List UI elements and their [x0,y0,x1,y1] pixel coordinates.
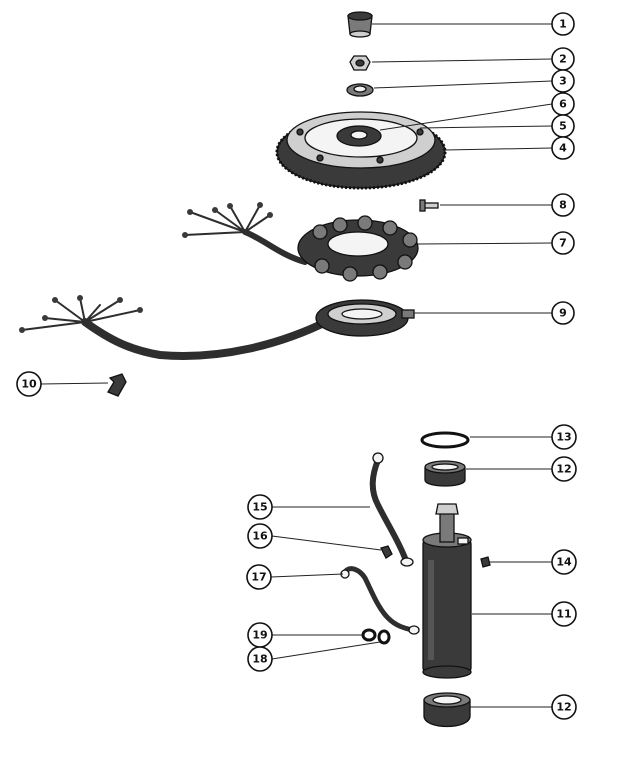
svg-text:2: 2 [559,53,567,66]
svg-text:14: 14 [556,556,572,569]
callout-3: 3 [551,69,575,93]
callout-14: 14 [551,549,577,575]
callout-4: 4 [551,136,575,160]
part-3-washer [346,83,374,97]
svg-text:17: 17 [251,571,266,584]
part-12-cap-top [424,460,466,487]
callout-17: 17 [246,564,272,590]
part-13-o-ring [420,431,470,449]
svg-text:9: 9 [559,307,567,320]
part-19-washer [361,628,377,642]
part-17-cable [340,566,420,635]
callout-9: 9 [551,301,575,325]
callout-13: 13 [551,424,577,450]
part-11-starter-motor [422,503,472,679]
callout-16: 16 [247,523,273,549]
svg-text:13: 13 [556,431,571,444]
part-14-screw [480,556,491,568]
callout-1: 1 [551,12,575,36]
svg-text:18: 18 [252,653,267,666]
svg-text:3: 3 [559,75,567,88]
callout-19: 19 [247,622,273,648]
callout-11: 11 [551,601,577,627]
svg-text:12: 12 [556,701,571,714]
svg-text:19: 19 [252,629,267,642]
callout-10: 10 [16,371,42,397]
callout-18: 18 [247,646,273,672]
callout-6: 6 [551,92,575,116]
svg-text:7: 7 [559,237,567,250]
part-2-nut [349,55,371,71]
svg-text:1: 1 [559,18,567,31]
svg-text:15: 15 [252,501,267,514]
svg-text:12: 12 [556,463,571,476]
svg-text:11: 11 [556,608,571,621]
callout-7: 7 [551,231,575,255]
part-16-nut [380,545,393,559]
part-4-flywheel [275,111,447,190]
svg-text:8: 8 [559,199,567,212]
part-6-hub [336,125,382,147]
part-9-trigger [19,295,415,360]
callout-12-top: 12 [551,456,577,482]
svg-text:16: 16 [252,530,268,543]
callout-12-bottom: 12 [551,694,577,720]
part-1-bushing [347,11,373,38]
callout-15: 15 [247,494,273,520]
part-8-screw [419,199,439,212]
part-10-plug [107,373,127,397]
part-15-lead [369,452,414,567]
leader-lines [40,23,553,708]
svg-text:6: 6 [559,98,567,111]
part-7-stator [182,202,419,282]
callout-5: 5 [551,114,575,138]
part-12-cap-bottom [423,692,471,728]
part-18-washer [377,629,391,645]
callout-2: 2 [551,47,575,71]
svg-text:4: 4 [559,142,567,155]
svg-text:5: 5 [559,120,567,133]
callout-8: 8 [551,193,575,217]
svg-text:10: 10 [21,378,37,391]
